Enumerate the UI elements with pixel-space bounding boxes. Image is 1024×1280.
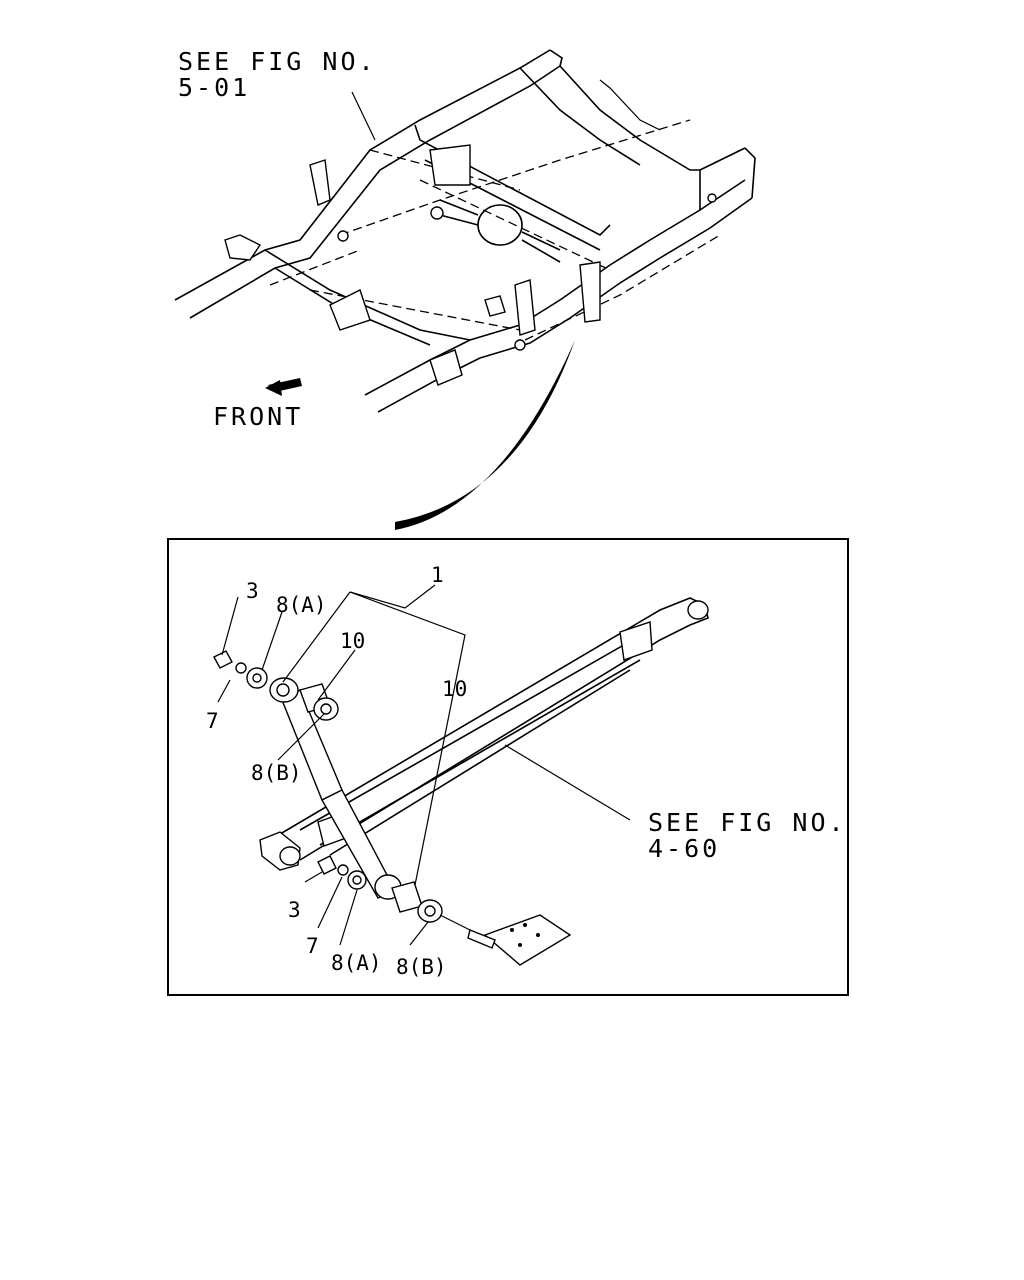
detail-pointer	[395, 340, 575, 530]
shock-absorber-drawing	[213, 584, 709, 966]
callout-10-left: 10	[340, 629, 365, 653]
callout-3-bottom: 3	[288, 898, 301, 922]
callout-7-bottom: 7	[306, 934, 319, 958]
ref-see-fig-top: SEE FIG NO.	[178, 47, 377, 76]
front-direction-label: FRONT	[213, 402, 303, 431]
callout-3-top: 3	[246, 579, 259, 603]
callout-1: 1	[431, 563, 444, 587]
ref-fig-number-detail: 4-60	[648, 834, 720, 863]
chassis-frame-drawing	[174, 49, 756, 413]
callout-8b-bottom: 8(B)	[396, 955, 447, 979]
callout-8a-bottom: 8(A)	[331, 951, 382, 975]
callout-8a-top: 8(A)	[276, 593, 327, 617]
callout-8b-top: 8(B)	[251, 761, 302, 785]
callout-7-top: 7	[206, 709, 219, 733]
ref-see-fig-detail: SEE FIG NO.	[648, 808, 847, 837]
ref-fig-number-top: 5-01	[178, 73, 250, 102]
callout-10-right: 10	[442, 677, 467, 701]
